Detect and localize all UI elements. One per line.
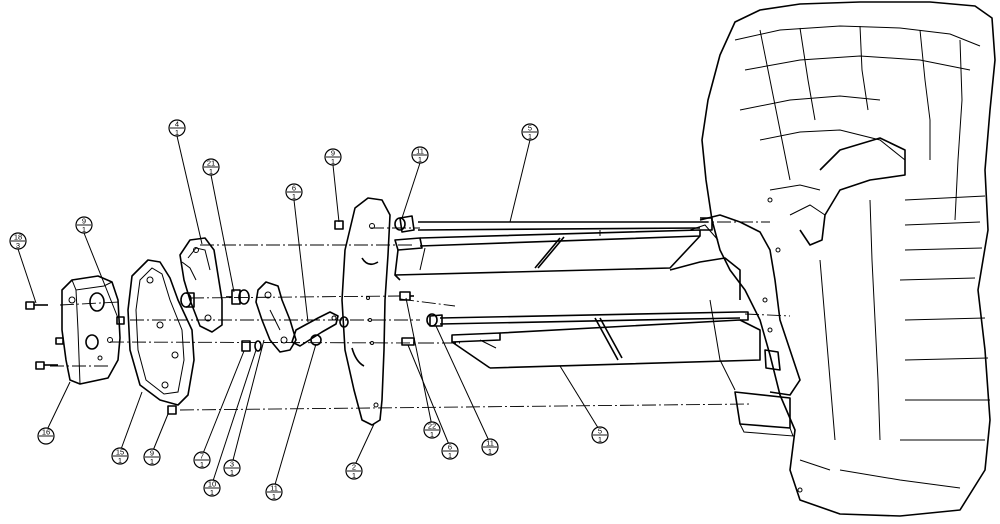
callout-9-upper-left: 91 (75, 216, 93, 234)
svg-text:1: 1 (118, 456, 122, 465)
svg-text:9: 9 (82, 217, 86, 226)
svg-text:21: 21 (207, 159, 215, 168)
bolt-18-mid (55, 337, 64, 345)
svg-text:11: 11 (416, 147, 424, 156)
callout-9-top: 91 (324, 148, 342, 166)
callout-15: 151 (111, 447, 129, 465)
svg-text:1: 1 (200, 460, 204, 469)
svg-text:1: 1 (598, 435, 602, 444)
svg-text:11: 11 (486, 439, 494, 448)
svg-text:7: 7 (200, 452, 204, 461)
lever-3 (255, 281, 297, 353)
svg-text:2: 2 (352, 463, 356, 472)
svg-text:1: 1 (210, 488, 214, 497)
svg-text:1: 1 (82, 225, 86, 234)
callout-21: 211 (202, 158, 220, 176)
svg-text:6: 6 (448, 443, 452, 452)
callout-5-bottom: 51 (591, 426, 609, 444)
callout-9-bottom: 91 (143, 448, 161, 466)
callout-10: 101 (203, 479, 221, 497)
nut-11-lower (426, 313, 438, 327)
svg-text:15: 15 (116, 448, 124, 457)
nut-11-upper (394, 217, 406, 231)
link-6 (291, 311, 339, 347)
svg-text:3: 3 (16, 241, 20, 250)
svg-text:9: 9 (150, 449, 154, 458)
screw-9-left (116, 316, 125, 325)
screw-9-bottom (167, 405, 177, 415)
svg-text:1: 1 (430, 430, 434, 439)
callout-7: 71 (193, 451, 211, 469)
svg-text:3: 3 (230, 460, 234, 469)
roller-lower-5 (429, 311, 761, 369)
callout-11-top: 111 (411, 146, 429, 164)
svg-text:1: 1 (448, 451, 452, 460)
svg-text:1: 1 (150, 457, 154, 466)
svg-text:10: 10 (208, 480, 216, 489)
pin-6 (401, 337, 415, 346)
machine-body (669, 1, 996, 517)
callout-2: 21 (345, 462, 363, 480)
callout-6-top: 61 (285, 183, 303, 201)
svg-text:1: 1 (418, 155, 422, 164)
gear-box-16 (61, 275, 121, 385)
svg-text:1: 1 (230, 468, 234, 477)
svg-text:11: 11 (270, 484, 278, 493)
bolt-18-bottom (35, 361, 58, 370)
svg-text:18: 18 (14, 233, 22, 242)
svg-text:1: 1 (175, 128, 179, 137)
callout-16: 16 (37, 427, 55, 445)
cam-plate-4 (179, 237, 223, 333)
nut-21 (226, 289, 250, 305)
svg-text:5: 5 (528, 124, 532, 133)
callout-22: 221 (423, 421, 441, 439)
svg-text:1: 1 (331, 157, 335, 166)
svg-text:22: 22 (428, 422, 436, 431)
svg-text:1: 1 (292, 192, 296, 201)
svg-text:6: 6 (292, 184, 296, 193)
main-plate-2 (341, 197, 391, 426)
nut-7 (241, 340, 251, 352)
washer-10 (254, 340, 262, 352)
callout-11-bottom-right: 111 (481, 438, 499, 456)
callout-3: 31 (223, 459, 241, 477)
leader-lines (17, 135, 601, 489)
callout-5-top: 51 (521, 123, 539, 141)
svg-text:16: 16 (42, 428, 50, 437)
bolt-18-top (25, 301, 48, 310)
callout-6-bottom: 61 (441, 442, 459, 460)
pin-22 (399, 291, 414, 301)
callout-18: 183 (9, 232, 27, 250)
svg-text:1: 1 (352, 471, 356, 480)
svg-text:1: 1 (272, 492, 276, 501)
bushing (180, 292, 195, 308)
svg-text:4: 4 (175, 120, 179, 129)
svg-text:1: 1 (488, 447, 492, 456)
svg-text:5: 5 (598, 427, 602, 436)
callout-11-bottom-left: 111 (265, 483, 283, 501)
alignment-lines (50, 221, 791, 411)
roller-upper-5 (394, 215, 713, 281)
callout-4: 41 (168, 119, 186, 137)
svg-text:1: 1 (528, 132, 532, 141)
svg-text:1: 1 (209, 167, 213, 176)
svg-text:9: 9 (331, 149, 335, 158)
screw-9-plate (334, 220, 344, 230)
bracket-15 (127, 259, 195, 406)
